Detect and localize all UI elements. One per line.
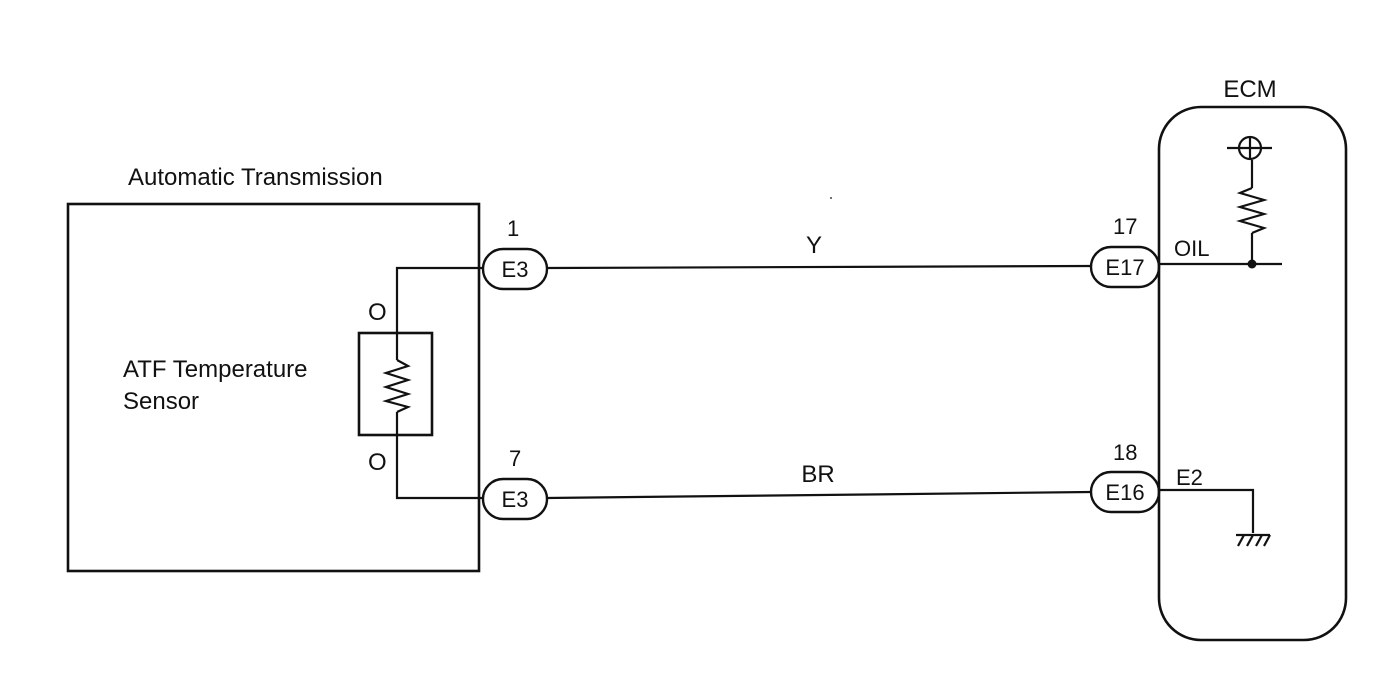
ecm-box	[1157, 105, 1348, 642]
connector-pin-right-bottom: 18	[1113, 440, 1137, 465]
wire-color-bottom: BR	[801, 461, 834, 488]
connector-pin-right-top: 17	[1113, 214, 1137, 239]
ground-icon	[1236, 533, 1271, 547]
connector-pin-left-top: 1	[507, 216, 519, 241]
pullup-resistor-icon	[1236, 186, 1268, 235]
ecm-title: ECM	[1223, 76, 1276, 103]
transmission-box	[66, 202, 481, 573]
scan-speck	[830, 197, 832, 199]
wire-color-label-top: O	[368, 299, 387, 326]
resistor-icon	[382, 359, 412, 414]
transmission-title: Automatic Transmission	[128, 164, 383, 191]
connector-name-left-top: E3	[502, 257, 529, 282]
connector-left-top	[481, 247, 549, 291]
wire-bottom	[546, 490, 1092, 500]
connector-left-bottom	[481, 477, 549, 521]
connector-name-right-top: E17	[1105, 255, 1144, 280]
connector-name-right-bottom: E16	[1105, 480, 1144, 505]
ecm-terminal-e2: E2	[1176, 465, 1203, 490]
sensor-label-line2: Sensor	[123, 388, 199, 415]
sensor-wire-top	[395, 266, 483, 360]
connector-pin-left-bottom: 7	[509, 446, 521, 471]
voltage-source-icon	[1227, 135, 1272, 161]
sensor-housing	[357, 331, 434, 437]
connector-name-left-bottom: E3	[502, 487, 529, 512]
ecm-e2-line	[1159, 488, 1255, 533]
ecm-terminal-oil: OIL	[1174, 236, 1209, 261]
wire-color-label-bottom: O	[368, 449, 387, 476]
sensor-wire-bottom	[395, 412, 483, 500]
wire-color-top: Y	[806, 232, 822, 259]
wire-top	[546, 264, 1092, 270]
sensor-label-line1: ATF Temperature	[123, 356, 308, 383]
